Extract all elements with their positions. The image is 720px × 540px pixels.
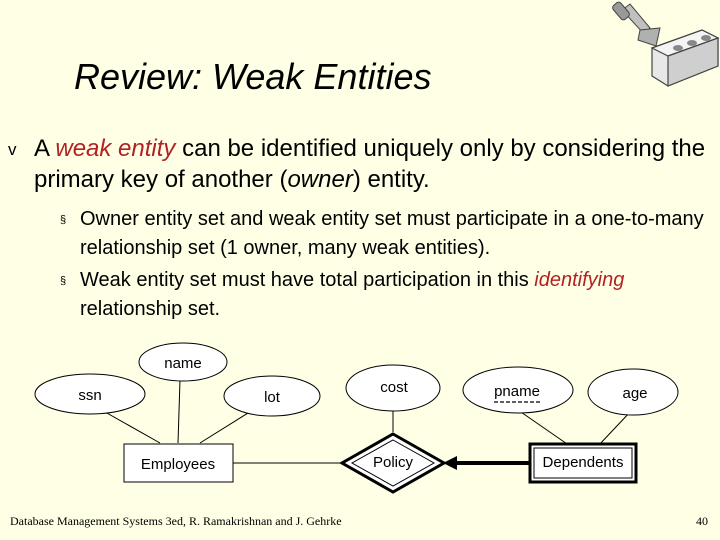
attr-age: age bbox=[622, 385, 647, 402]
attr-age-ellipse bbox=[587, 368, 679, 416]
main-bullet: v A weak entity can be identified unique… bbox=[8, 133, 708, 195]
entity-dependents-box bbox=[528, 442, 638, 484]
sub-bullet-1: § Owner entity set and weak entity set m… bbox=[60, 205, 710, 263]
weak-entity-term: weak entity bbox=[55, 135, 176, 162]
main-bullet-part3: ) entity. bbox=[352, 166, 430, 193]
arrowhead bbox=[443, 456, 457, 470]
sub-bullet-2-part1: Weak entity set must have total particip… bbox=[80, 269, 535, 291]
attr-cost-ellipse bbox=[345, 364, 441, 412]
attr-pname-ellipse bbox=[462, 366, 574, 414]
attr-pname: pname bbox=[494, 383, 540, 400]
entity-dependents-inner-box bbox=[533, 447, 633, 479]
edge-pname-dependents bbox=[517, 409, 571, 447]
relationship-policy-diamond bbox=[338, 432, 448, 494]
main-bullet-part2: can be identified uniquely only by consi… bbox=[34, 135, 706, 193]
footer-citation: Database Management Systems 3ed, R. Rama… bbox=[10, 514, 342, 528]
sub-bullet-marker-icon: § bbox=[60, 275, 67, 287]
attr-name: name bbox=[164, 355, 202, 372]
sub-bullet-2-text: Weak entity set must have total particip… bbox=[80, 266, 710, 324]
main-bullet-text: A weak entity can be identified uniquely… bbox=[34, 133, 708, 195]
main-bullet-part1: A bbox=[34, 135, 56, 162]
sub-bullet-2: § Weak entity set must have total partic… bbox=[60, 266, 710, 324]
edge-lot-employees bbox=[199, 407, 257, 444]
relationship-policy: Policy bbox=[373, 454, 414, 471]
slide-title: Review: Weak Entities bbox=[74, 56, 432, 97]
bullet-marker-icon: v bbox=[8, 140, 17, 159]
attr-name-ellipse bbox=[138, 342, 228, 382]
sub-bullet-1-text: Owner entity set and weak entity set mus… bbox=[80, 208, 704, 259]
attr-lot: lot bbox=[264, 389, 281, 406]
attr-ssn: ssn bbox=[78, 387, 101, 404]
owner-term: owner bbox=[287, 166, 353, 193]
entity-employees-box bbox=[123, 443, 234, 483]
attr-lot-ellipse bbox=[223, 375, 321, 417]
edge-ssn-employees bbox=[97, 407, 161, 444]
identifying-term: identifying bbox=[534, 269, 625, 291]
entity-employees: Employees bbox=[141, 456, 215, 473]
sub-bullet-marker-icon: § bbox=[60, 214, 67, 226]
page-number: 40 bbox=[696, 514, 708, 528]
trowel-and-brick-icon bbox=[612, 1, 720, 87]
edge-name-employees bbox=[177, 379, 181, 444]
attr-cost: cost bbox=[380, 379, 408, 396]
entity-dependents: Dependents bbox=[543, 454, 624, 471]
attr-ssn-ellipse bbox=[34, 373, 146, 415]
sub-bullet-2-part2: relationship set. bbox=[80, 298, 221, 320]
edge-age-dependents bbox=[597, 409, 633, 447]
relationship-policy-inner-diamond bbox=[350, 439, 436, 487]
